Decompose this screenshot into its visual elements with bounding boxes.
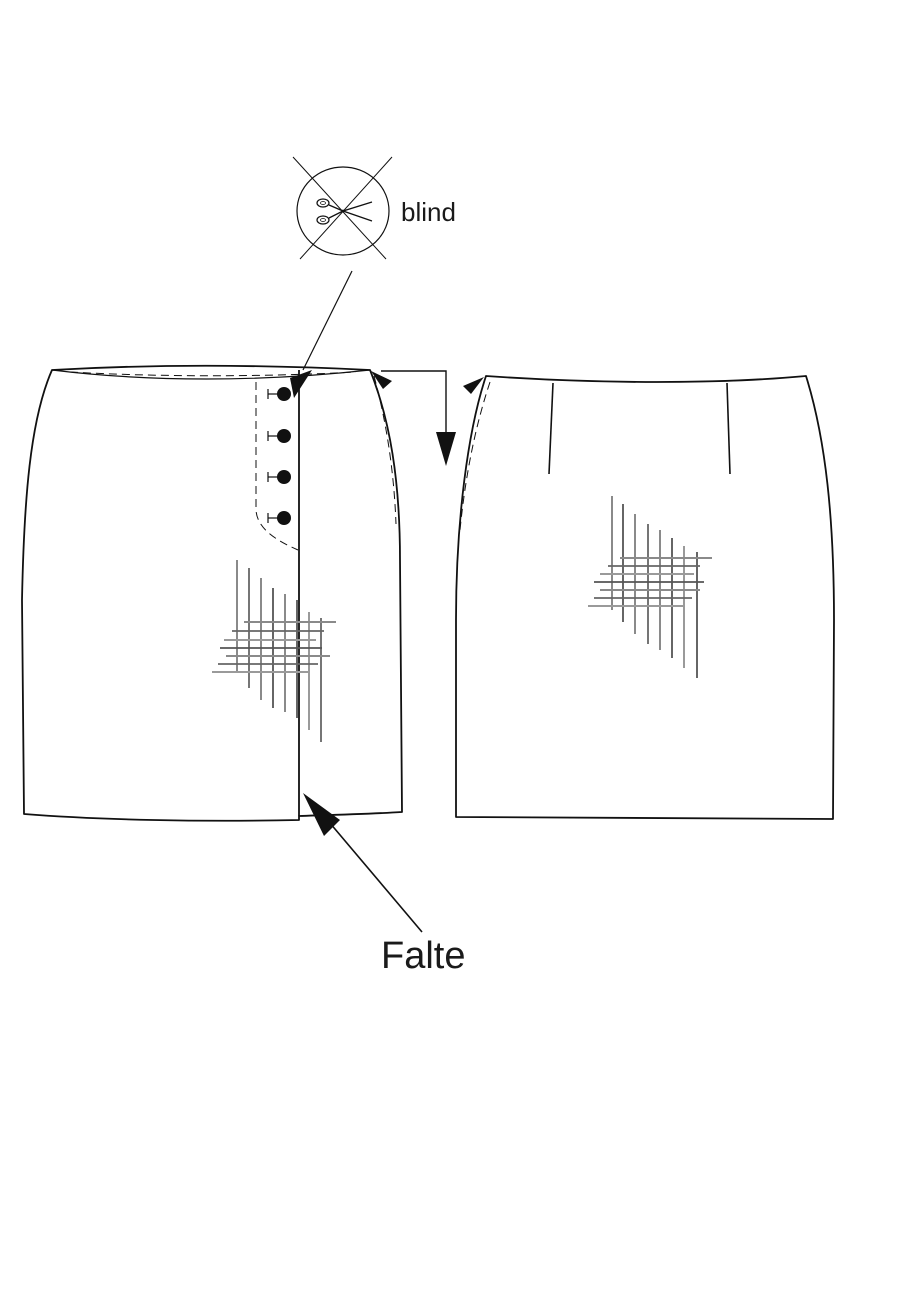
leader-arrowhead-blind bbox=[290, 370, 312, 398]
scissors-crossed-icon bbox=[316, 198, 373, 225]
symbol-circle bbox=[296, 166, 390, 256]
no-cut-symbol: blind bbox=[292, 156, 456, 260]
symbol-cross-line-2 bbox=[299, 156, 393, 260]
back-dart-right bbox=[726, 382, 731, 475]
front-waist-stitching bbox=[69, 371, 357, 377]
blind-label: blind bbox=[401, 197, 456, 227]
front-pocket-stitching bbox=[373, 375, 397, 525]
front-skirt-outline bbox=[21, 364, 403, 822]
back-skirt-outline bbox=[455, 375, 835, 820]
front-placket-stitching bbox=[255, 382, 299, 551]
leader-line-blind bbox=[302, 270, 353, 371]
front-buttons bbox=[267, 387, 291, 525]
back-pocket-stitching bbox=[459, 381, 491, 531]
back-skirt bbox=[455, 375, 835, 820]
button bbox=[267, 387, 291, 401]
falte-callout: Falte bbox=[303, 793, 465, 977]
front-to-back-arrow bbox=[381, 370, 456, 466]
front-waist-edge bbox=[51, 369, 371, 380]
button bbox=[267, 511, 291, 525]
symbol-cross-line-1 bbox=[292, 156, 387, 260]
front-dart-notch bbox=[371, 371, 392, 389]
front-skirt bbox=[21, 364, 403, 822]
back-dart-left bbox=[548, 382, 554, 475]
button bbox=[267, 470, 291, 484]
back-dart-notch bbox=[463, 377, 484, 394]
falte-label: Falte bbox=[381, 935, 465, 977]
falte-leader-line bbox=[323, 815, 423, 933]
front-fabric-hatch bbox=[212, 560, 336, 742]
button bbox=[267, 429, 291, 443]
falte-arrowhead bbox=[303, 793, 340, 836]
back-fabric-hatch bbox=[588, 496, 712, 678]
